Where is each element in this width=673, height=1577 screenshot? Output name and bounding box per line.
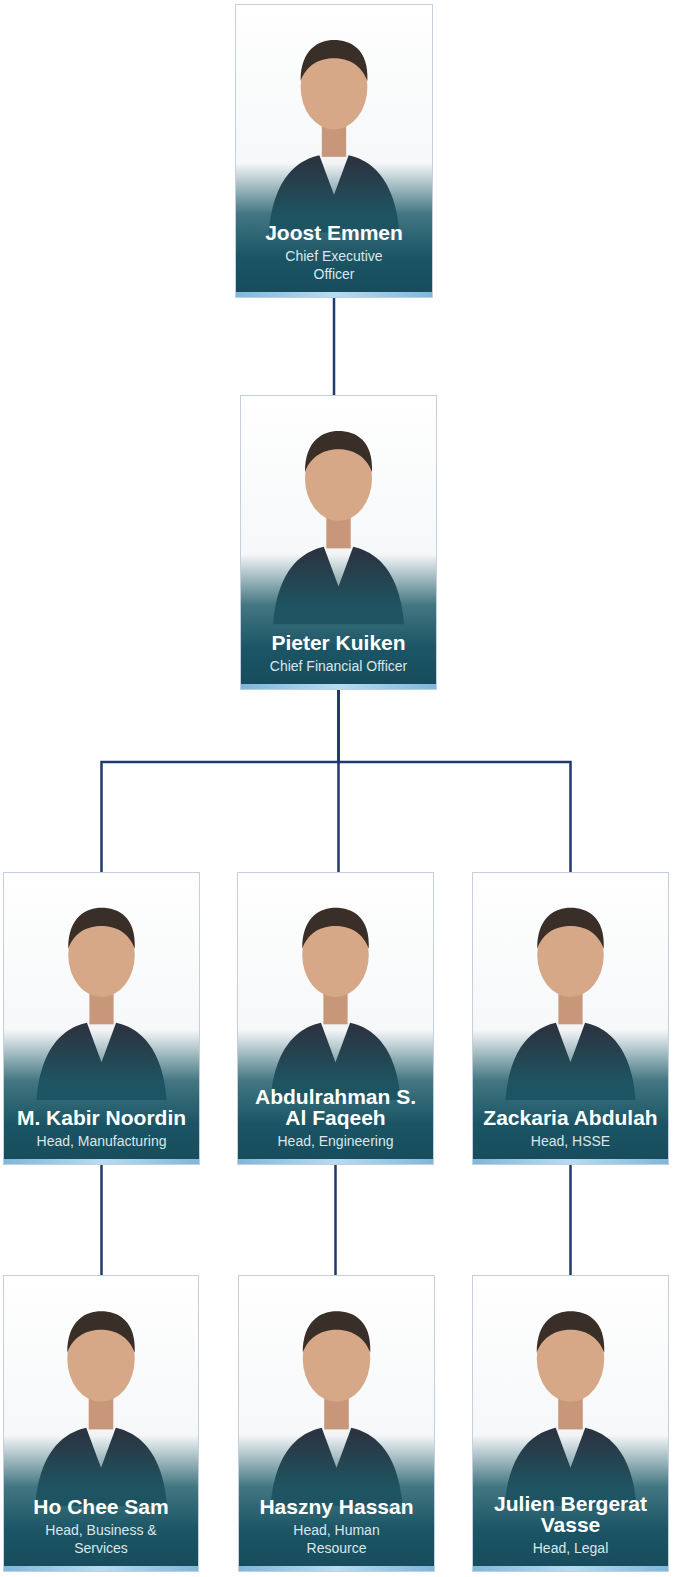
connector bbox=[333, 298, 336, 395]
job-title: Head, Human Resource bbox=[267, 1521, 407, 1557]
job-title: Head, Manufacturing bbox=[37, 1132, 167, 1150]
connector bbox=[334, 1165, 337, 1275]
person-name: Abdulrahman S. Al Faqeeh bbox=[242, 1086, 429, 1129]
connector bbox=[100, 1165, 103, 1275]
person-name: Julien Bergerat Vasse bbox=[477, 1493, 664, 1536]
card-text: Julien Bergerat VasseHead, Legal bbox=[477, 1493, 664, 1557]
card-strip bbox=[473, 1159, 668, 1164]
connector bbox=[339, 690, 571, 872]
person-card: Pieter KuikenChief Financial Officer bbox=[240, 395, 437, 690]
card-strip bbox=[241, 684, 436, 689]
card-strip bbox=[238, 1159, 433, 1164]
card-text: Ho Chee SamHead, Business & Services bbox=[8, 1496, 194, 1557]
person-name: Haszny Hassan bbox=[259, 1496, 413, 1517]
job-title: Head, HSSE bbox=[531, 1132, 610, 1150]
person-name: Pieter Kuiken bbox=[271, 632, 405, 653]
person-name: Joost Emmen bbox=[265, 222, 403, 243]
card-text: Abdulrahman S. Al FaqeehHead, Engineerin… bbox=[242, 1086, 429, 1150]
job-title: Chief Financial Officer bbox=[270, 657, 407, 675]
job-title: Chief Executive Officer bbox=[264, 247, 404, 283]
person-card: Abdulrahman S. Al FaqeehHead, Engineerin… bbox=[237, 872, 434, 1165]
connector bbox=[569, 1165, 572, 1275]
person-card: Julien Bergerat VasseHead, Legal bbox=[472, 1275, 669, 1572]
card-strip bbox=[4, 1159, 199, 1164]
person-name: M. Kabir Noordin bbox=[17, 1107, 186, 1128]
card-strip bbox=[239, 1566, 434, 1571]
card-text: Pieter KuikenChief Financial Officer bbox=[245, 632, 432, 675]
card-text: M. Kabir NoordinHead, Manufacturing bbox=[8, 1107, 195, 1150]
card-text: Haszny HassanHead, Human Resource bbox=[243, 1496, 430, 1557]
connector bbox=[102, 690, 339, 872]
job-title: Head, Legal bbox=[533, 1539, 609, 1557]
person-card: Zackaria AbdulahHead, HSSE bbox=[472, 872, 669, 1165]
person-card: M. Kabir NoordinHead, Manufacturing bbox=[3, 872, 200, 1165]
card-text: Zackaria AbdulahHead, HSSE bbox=[477, 1107, 664, 1150]
person-card: Haszny HassanHead, Human Resource bbox=[238, 1275, 435, 1572]
job-title: Head, Engineering bbox=[278, 1132, 394, 1150]
job-title: Head, Business & Services bbox=[31, 1521, 171, 1557]
card-text: Joost EmmenChief Executive Officer bbox=[240, 222, 428, 283]
person-name: Zackaria Abdulah bbox=[483, 1107, 657, 1128]
card-strip bbox=[4, 1566, 198, 1571]
card-strip bbox=[236, 292, 432, 297]
card-strip bbox=[473, 1566, 668, 1571]
person-name: Ho Chee Sam bbox=[33, 1496, 168, 1517]
person-card: Ho Chee SamHead, Business & Services bbox=[3, 1275, 199, 1572]
person-card: Joost EmmenChief Executive Officer bbox=[235, 4, 433, 298]
